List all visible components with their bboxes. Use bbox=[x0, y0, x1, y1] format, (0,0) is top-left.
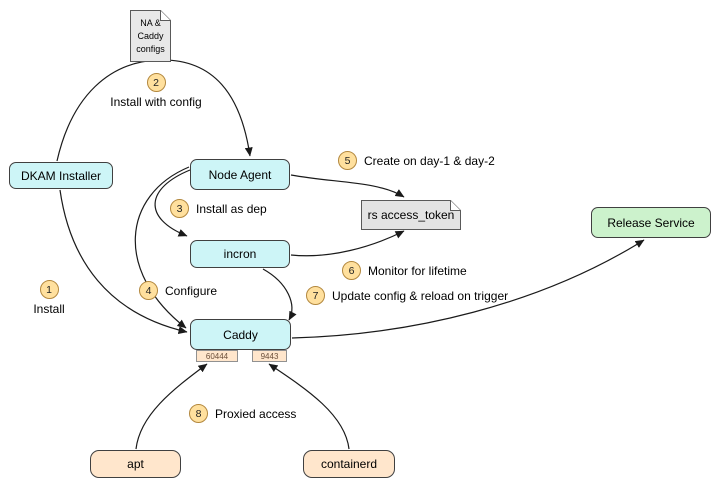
edge-incron-to-token bbox=[290, 230, 405, 257]
document-rs-access-token-text: rs access_token bbox=[361, 200, 461, 230]
node-incron: incron bbox=[190, 240, 290, 268]
doc-label: rs access_token bbox=[367, 208, 455, 222]
step-4-badge: 4 bbox=[139, 281, 158, 300]
node-node-agent: Node Agent bbox=[190, 159, 290, 190]
step-8: 8 Proxied access bbox=[189, 404, 296, 423]
step-3-badge: 3 bbox=[170, 199, 189, 218]
caddy-port-9443-label: 9443 bbox=[260, 351, 279, 361]
node-node-agent-label: Node Agent bbox=[208, 167, 272, 182]
doc-line: Caddy bbox=[137, 30, 164, 41]
caddy-port-9443: 9443 bbox=[252, 350, 287, 362]
node-containerd-label: containerd bbox=[320, 457, 378, 471]
step-4: 4 Configure bbox=[139, 281, 217, 300]
edge-node-agent-to-caddy bbox=[134, 166, 190, 329]
step-6-label: Monitor for lifetime bbox=[368, 263, 467, 278]
node-containerd: containerd bbox=[303, 450, 395, 478]
step-2-label: Install with config bbox=[110, 95, 202, 109]
edge-caddy-to-release-service bbox=[291, 239, 645, 339]
node-release-service-label: Release Service bbox=[607, 215, 695, 230]
node-dkam-installer: DKAM Installer bbox=[9, 162, 113, 189]
caddy-port-60444: 60444 bbox=[196, 350, 238, 362]
node-caddy-label: Caddy bbox=[223, 327, 258, 342]
node-apt-label: apt bbox=[127, 457, 144, 471]
step-7-label: Update config & reload on trigger bbox=[332, 288, 509, 303]
edge-dkam-to-caddy bbox=[59, 189, 188, 335]
step-1-label: Install bbox=[33, 302, 65, 316]
step-7-badge: 7 bbox=[306, 286, 325, 305]
node-release-service: Release Service bbox=[591, 207, 711, 238]
document-na-caddy-configs: NA & Caddy configs bbox=[130, 10, 171, 62]
step-1-badge: 1 bbox=[39, 280, 59, 299]
document-icon bbox=[361, 200, 461, 230]
document-rs-access-token: rs access_token bbox=[361, 200, 461, 230]
step-5-badge: 5 bbox=[338, 151, 357, 170]
step-4-label: Configure bbox=[165, 283, 218, 298]
edge-apt-to-port-60444 bbox=[135, 363, 208, 450]
doc-line: NA & bbox=[140, 17, 161, 28]
caddy-port-60444-label: 60444 bbox=[205, 351, 229, 361]
node-dkam-installer-label: DKAM Installer bbox=[20, 168, 102, 183]
step-8-badge: 8 bbox=[189, 404, 208, 423]
step-6-badge: 6 bbox=[342, 261, 361, 280]
edge-incron-to-caddy bbox=[262, 268, 297, 321]
edge-node-agent-to-incron bbox=[154, 169, 191, 237]
step-5: 5 Create on day-1 & day-2 bbox=[338, 151, 495, 170]
document-na-caddy-configs-text: NA & Caddy configs bbox=[130, 10, 171, 62]
edge-node-agent-to-token bbox=[290, 174, 405, 198]
step-2-badge: 2 bbox=[146, 73, 166, 92]
doc-line: configs bbox=[136, 43, 165, 54]
step-5-label: Create on day-1 & day-2 bbox=[364, 153, 495, 168]
edge-containerd-to-port-9443 bbox=[268, 363, 350, 450]
step-7: 7 Update config & reload on trigger bbox=[306, 286, 508, 305]
document-icon bbox=[130, 10, 171, 62]
step-3: 3 Install as dep bbox=[170, 199, 267, 218]
step-6: 6 Monitor for lifetime bbox=[342, 261, 467, 280]
step-3-label: Install as dep bbox=[196, 201, 267, 216]
step-1: 1 Install bbox=[18, 280, 80, 316]
step-8-label: Proxied access bbox=[215, 406, 297, 421]
node-apt: apt bbox=[90, 450, 181, 478]
node-incron-label: incron bbox=[223, 247, 257, 261]
step-2: 2 Install with config bbox=[104, 73, 208, 109]
node-caddy: Caddy bbox=[190, 319, 291, 350]
